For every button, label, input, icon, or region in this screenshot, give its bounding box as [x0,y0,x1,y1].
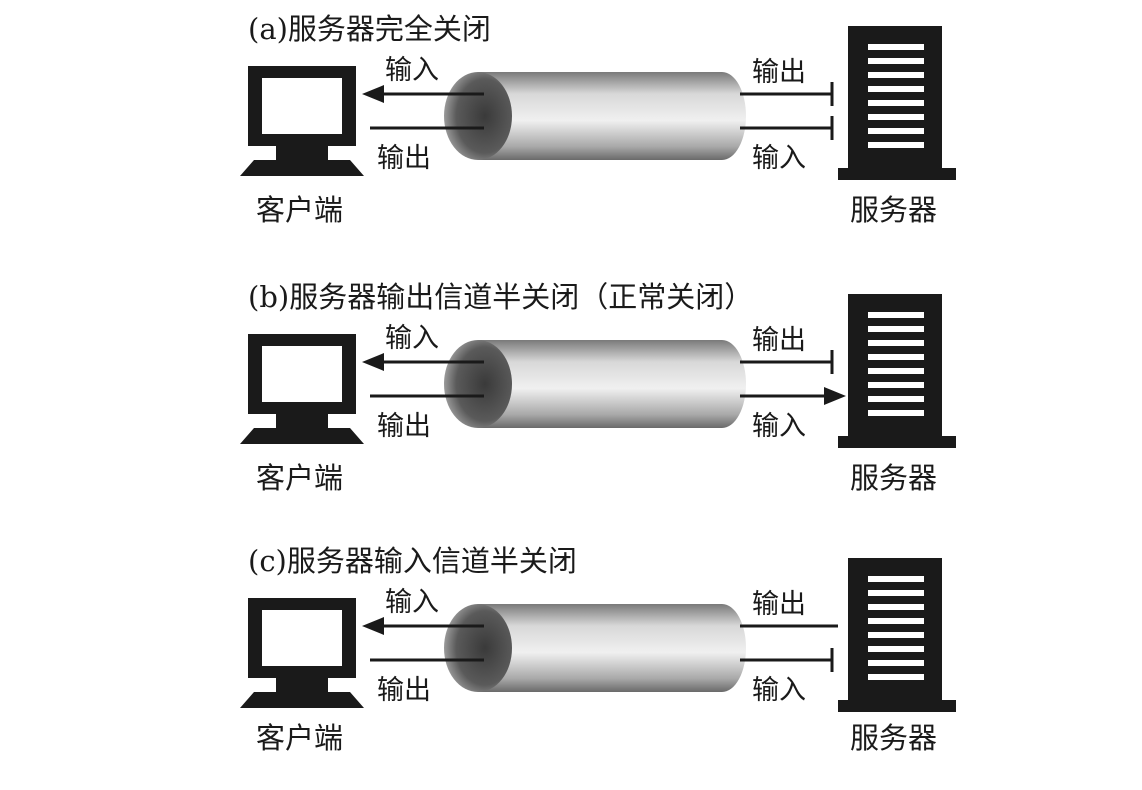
panel-title: (c)服务器输入信道半关闭 [248,544,577,578]
client-output-label: 输出 [377,411,431,442]
client-input-label: 输入 [385,323,439,354]
server-name: 服务器 [850,193,938,227]
panel-title: (a)服务器完全关闭 [248,12,491,46]
panel-a: (a)服务器完全关闭 输入 输出 输出 输入 客户端 服务器 [0,0,1142,258]
connection-tube [444,604,746,692]
client-name: 客户端 [256,461,344,495]
server-tower-icon [838,26,956,180]
client-input-label: 输入 [385,587,439,618]
client-output-label: 输出 [377,143,431,174]
server-name: 服务器 [850,461,938,495]
connection-diagram [240,26,956,180]
server-input-label: 输入 [752,411,806,442]
connection-tube [444,72,746,160]
connection-diagram [240,294,956,448]
client-name: 客户端 [256,721,344,755]
server-tower-icon [838,294,956,448]
desktop-computer-icon [240,334,364,444]
panel-b: (b)服务器输出信道半关闭（正常关闭） 输入 输出 输出 输入 客户端 服务器 [0,268,1142,526]
panel-c: (c)服务器输入信道半关闭 输入 输出 输出 输入 客户端 服务器 [0,532,1142,790]
server-name: 服务器 [850,721,938,755]
server-input-label: 输入 [752,143,806,174]
server-output-label: 输出 [752,57,806,88]
server-output-label: 输出 [752,325,806,356]
connection-tube [444,340,746,428]
client-output-label: 输出 [377,675,431,706]
desktop-computer-icon [240,66,364,176]
desktop-computer-icon [240,598,364,708]
server-tower-icon [838,558,956,712]
server-output-label: 输出 [752,589,806,620]
server-input-label: 输入 [752,675,806,706]
panel-title: (b)服务器输出信道半关闭（正常关闭） [248,280,754,314]
client-name: 客户端 [256,193,344,227]
client-input-label: 输入 [385,55,439,86]
connection-diagram [240,558,956,712]
